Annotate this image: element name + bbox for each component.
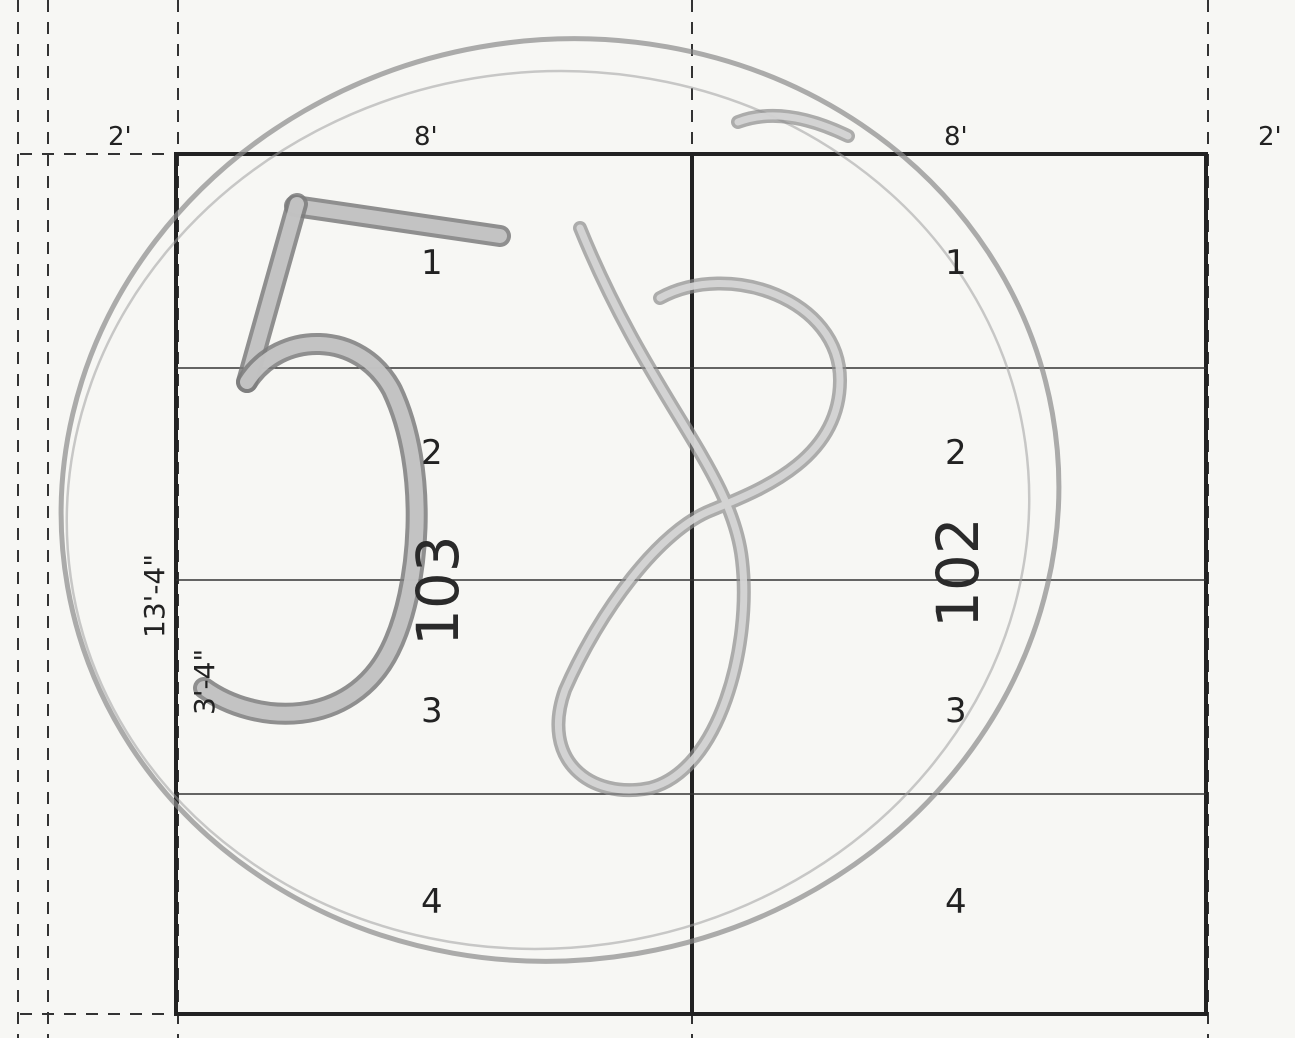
right-row-label-2: 2: [945, 433, 967, 473]
right-row-label-4: 4: [945, 882, 967, 922]
left-bay-dimension: 8': [414, 122, 438, 152]
right-margin-dimension: 2': [1258, 122, 1282, 152]
handwritten-five-bowl-highlight: [197, 336, 424, 721]
right-row-label-1: 1: [945, 243, 967, 283]
left-row-label-3: 3: [421, 691, 443, 731]
unit-number-left: 103: [404, 535, 472, 646]
pencil-circle-outer: [58, 36, 1062, 964]
handwritten-eight-tail-highlight: [734, 112, 852, 140]
handwritten-five-top-highlight: [288, 199, 507, 243]
handwritten-five-stem-highlight: [240, 197, 304, 389]
left-row-label-2: 2: [421, 433, 443, 473]
right-bay-dimension: 8': [944, 122, 968, 152]
left-row-label-1: 1: [421, 243, 443, 283]
row-height-dimension: 3'-4": [188, 649, 221, 715]
handwritten-eight-mark: [551, 108, 855, 798]
right-row-label-3: 3: [945, 691, 967, 731]
total-height-dimension: 13'-4": [138, 554, 171, 638]
left-margin-dimension: 2': [108, 122, 132, 152]
handwritten-eight-upper-highlight: [554, 224, 844, 794]
left-row-label-4: 4: [421, 882, 443, 922]
unit-number-right: 102: [924, 517, 992, 628]
handwritten-58-mark: [193, 193, 511, 725]
pencil-circle-inner: [65, 69, 1031, 951]
